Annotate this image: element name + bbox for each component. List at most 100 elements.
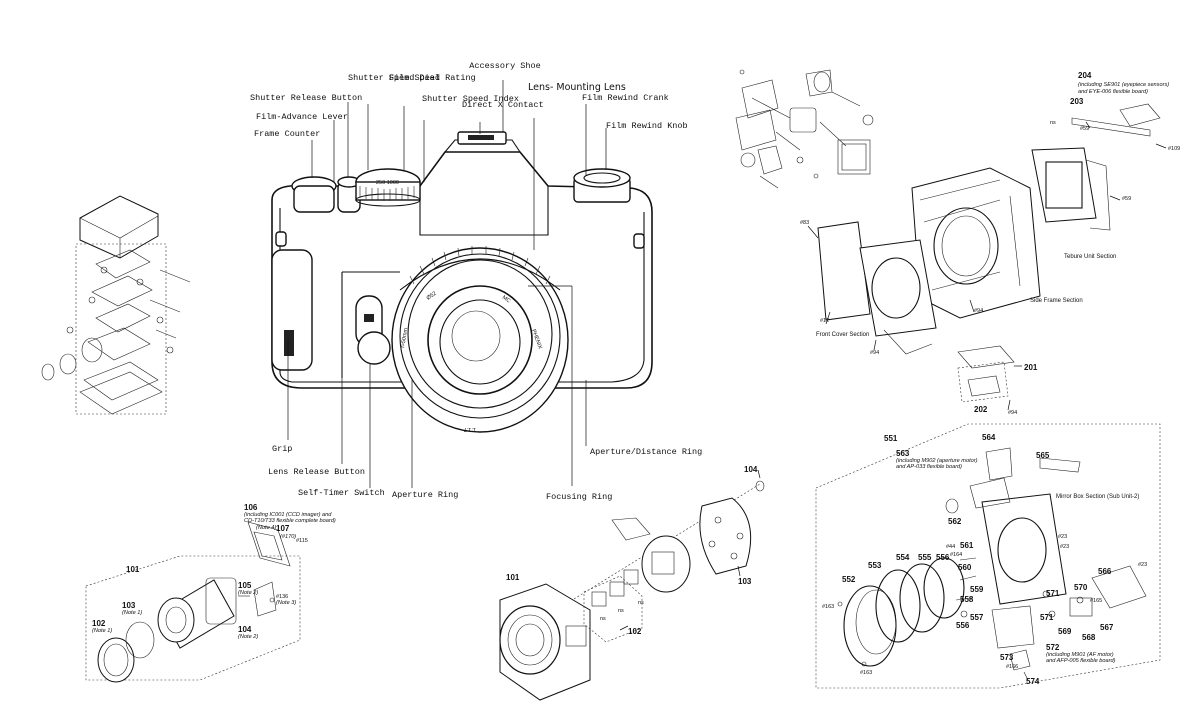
lens-marking-focal: f=50mm <box>400 327 409 348</box>
part-571: 571 <box>1046 589 1060 598</box>
part-563: 563 <box>896 449 910 458</box>
lens-marking-mc: MC <box>501 295 511 305</box>
part-204-note-line2: and EYE-006 flexible board) <box>1078 89 1148 95</box>
screw-23-c: #23 <box>1138 562 1147 568</box>
screw-165: #165 <box>1090 598 1102 604</box>
camera-labels: Accessory Shoe Lens- Mounting Lens Direc… <box>250 61 702 502</box>
screw-166: #166 <box>1006 664 1018 670</box>
ns-3: ns <box>638 600 644 606</box>
left-projector-exploded-view <box>41 195 191 415</box>
part-556: 556 <box>956 621 970 630</box>
screw-163-b: #163 <box>860 670 872 676</box>
screw-94-b: #94 <box>870 350 879 356</box>
screw-163-a: #163 <box>822 604 834 610</box>
lens-unit-exploded-view <box>85 521 301 683</box>
part-201: 201 <box>1024 363 1038 372</box>
camera-body-exploded-labels: 204 (including SE901 (eyepiece sensors) … <box>800 71 1180 416</box>
part-202: 202 <box>974 405 988 414</box>
camcorder-exploded-view <box>735 69 874 189</box>
part-568: 568 <box>1082 633 1096 642</box>
screw-23-a: #23 <box>1058 534 1067 540</box>
screw-94-c: #94 <box>1008 410 1017 416</box>
part-106: 106 <box>244 503 258 512</box>
label-frame-counter: Frame Counter <box>254 129 320 139</box>
camera-leader-lines <box>287 80 607 488</box>
part-103-center: 103 <box>738 577 752 586</box>
part-102-left: 102 <box>92 619 106 628</box>
camera-body <box>271 151 653 389</box>
screw-94-a: #94 <box>974 308 983 314</box>
part-551: 551 <box>884 434 898 443</box>
screw-115: #115 <box>296 538 308 544</box>
part-106-note-line1: (including IC001 (CCD imager) and <box>244 512 332 518</box>
label-shutter-speed-dial: Shutter Speed Dial <box>348 73 440 83</box>
part-107: 107 <box>276 524 290 533</box>
lens-marking-aperture: 1:1.7 <box>464 426 476 432</box>
camera-body-exploded-view <box>807 103 1167 411</box>
lens-ring <box>399 253 561 419</box>
mirror-box-section: Mirror Box Section (Sub Unit-2) <box>1056 494 1139 500</box>
part-204-note-line1: (including SE901 (eyepiece sensors) <box>1078 82 1169 88</box>
svg-text:250 1000: 250 1000 <box>376 180 399 186</box>
screw-59-a: #59 <box>1080 126 1089 132</box>
part-556-top: 556 <box>936 553 950 562</box>
label-accessory-shoe: Accessory Shoe <box>469 61 540 71</box>
screw-136: #136 <box>276 594 288 600</box>
tiny-ns: ns <box>1050 120 1056 126</box>
part-555: 555 <box>918 553 932 562</box>
part-563-note-line1: (including M902 (aperture motor) <box>896 458 978 464</box>
part-566: 566 <box>1098 567 1112 576</box>
zoom-lens-labels: 104 101 102 103 ns ns ns <box>506 465 758 636</box>
label-focusing-ring: Focusing Ring <box>546 492 612 502</box>
note-4: (Note 4) <box>256 525 276 531</box>
part-554: 554 <box>896 553 910 562</box>
note-107: (#170) <box>280 534 296 540</box>
part-571-b: 571 <box>1040 613 1054 622</box>
part-562: 562 <box>948 517 962 526</box>
screw-59-b: #59 <box>1122 196 1131 202</box>
label-lens-release-button: Lens Release Button <box>268 467 365 477</box>
part-204: 204 <box>1078 71 1092 80</box>
label-aperture-ring: Aperture Ring <box>392 490 458 500</box>
part-564: 564 <box>982 433 996 442</box>
part-572-note-line2: and AFP-005 flexible board) <box>1046 658 1116 664</box>
part-561: 561 <box>960 541 974 550</box>
part-572-note-line1: (including M901 (AF motor) <box>1046 652 1114 658</box>
note-104: (Note 2) <box>238 634 258 640</box>
lens-unit-labels: 106 (including IC001 (CCD imager) and CD… <box>92 503 336 640</box>
part-565: 565 <box>1036 451 1050 460</box>
ns-2: ns <box>618 608 624 614</box>
part-104-center: 104 <box>744 465 758 474</box>
pentaprism <box>419 186 549 236</box>
mirror-box-exploded-view <box>815 423 1161 689</box>
label-film-rewind-knob: Film Rewind Knob <box>606 121 688 131</box>
part-552: 552 <box>842 575 856 584</box>
ns-1: ns <box>600 616 606 622</box>
note-3: (Note 3) <box>276 600 296 606</box>
label-film-advance-lever: Film-Advance Lever <box>256 112 348 122</box>
part-563-note-line2: and AP-033 flexible board) <box>896 464 962 470</box>
label-grip: Grip <box>272 444 292 454</box>
screw-164: #164 <box>950 552 962 558</box>
part-101-center: 101 <box>506 573 520 582</box>
screw-23-b: #23 <box>1060 544 1069 550</box>
side-frame-section: Side Frame Section <box>1030 298 1083 304</box>
part-553: 553 <box>868 561 882 570</box>
lens-glass <box>427 285 533 395</box>
zoom-lens-exploded-view <box>499 469 765 701</box>
lens-outer <box>391 247 569 433</box>
screw-83: #83 <box>800 220 809 226</box>
part-559: 559 <box>970 585 984 594</box>
label-shutter-release-button: Shutter Release Button <box>250 93 362 103</box>
part-558: 558 <box>960 595 974 604</box>
part-105: 105 <box>238 581 252 590</box>
part-104-left: 104 <box>238 625 252 634</box>
label-film-speed-rating: Film Speed Rating <box>389 73 476 83</box>
screw-12: #12 <box>820 318 829 324</box>
note-103: (Note 1) <box>122 610 142 616</box>
screw-44: #44 <box>946 544 955 550</box>
label-aperture-distance-ring: Aperture/Distance Ring <box>590 447 702 457</box>
part-103: 103 <box>122 601 136 610</box>
part-102-center: 102 <box>628 627 642 636</box>
